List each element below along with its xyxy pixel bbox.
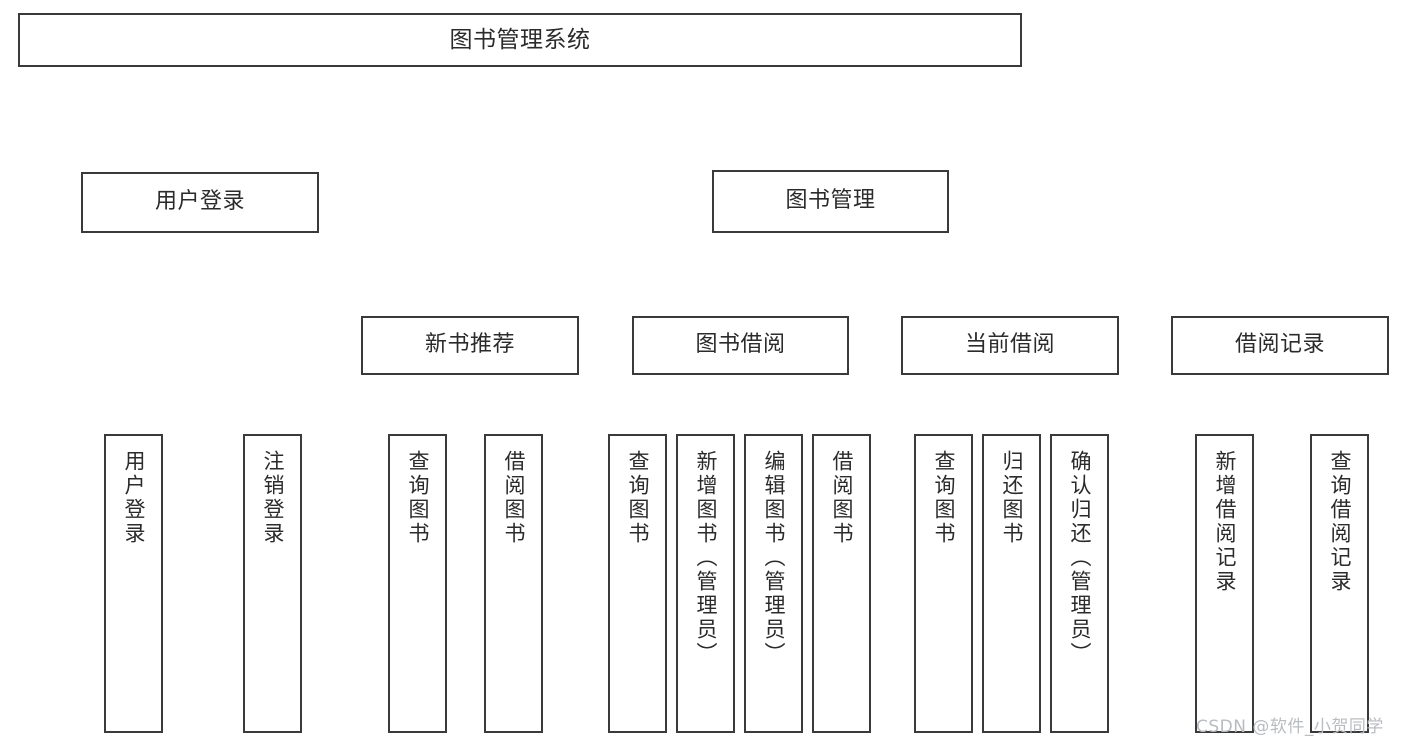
node-label: 查询图书: [406, 450, 430, 546]
node-label: 用户登录: [122, 450, 146, 546]
node-borrow-record[interactable]: 借阅记录: [1171, 316, 1389, 375]
node-leaf-add-book[interactable]: 新增图书（管理员）: [676, 434, 735, 733]
node-leaf-user-login[interactable]: 用户登录: [104, 434, 163, 733]
node-root[interactable]: 图书管理系统: [18, 13, 1022, 67]
node-label: 注销登录: [261, 450, 285, 546]
node-label: 图书管理系统: [449, 26, 591, 53]
node-leaf-borrow-book-2[interactable]: 借阅图书: [812, 434, 871, 733]
node-leaf-confirm-return[interactable]: 确认归还（管理员）: [1050, 434, 1109, 733]
node-book-borrow[interactable]: 图书借阅: [632, 316, 849, 375]
node-label: 归还图书: [1000, 450, 1024, 546]
node-user-login[interactable]: 用户登录: [81, 172, 319, 233]
node-label: 当前借阅: [964, 332, 1055, 358]
node-leaf-query-book-3[interactable]: 查询图书: [914, 434, 973, 733]
node-label: 确认归还（管理员）: [1068, 450, 1092, 666]
node-label: 新增借阅记录: [1213, 450, 1237, 594]
node-label: 用户登录: [154, 189, 245, 215]
node-label: 新增图书（管理员）: [694, 450, 718, 666]
node-leaf-borrow-book-1[interactable]: 借阅图书: [484, 434, 543, 733]
node-leaf-add-record[interactable]: 新增借阅记录: [1195, 434, 1254, 733]
node-leaf-user-logout[interactable]: 注销登录: [243, 434, 302, 733]
node-leaf-query-book-2[interactable]: 查询图书: [608, 434, 667, 733]
node-leaf-query-book-1[interactable]: 查询图书: [388, 434, 447, 733]
node-leaf-edit-book[interactable]: 编辑图书（管理员）: [744, 434, 803, 733]
node-label: 编辑图书（管理员）: [762, 450, 786, 666]
watermark-text: CSDN @软件_小贺同学: [1196, 717, 1384, 737]
node-label: 借阅图书: [830, 450, 854, 546]
node-leaf-query-record[interactable]: 查询借阅记录: [1310, 434, 1369, 733]
node-current-borrow[interactable]: 当前借阅: [901, 316, 1119, 375]
node-label: 新书推荐: [424, 332, 515, 358]
node-leaf-return-book[interactable]: 归还图书: [982, 434, 1041, 733]
node-label: 借阅图书: [502, 450, 526, 546]
node-label: 图书借阅: [695, 332, 786, 358]
node-label: 借阅记录: [1234, 332, 1325, 358]
node-label: 图书管理: [785, 188, 876, 214]
node-label: 查询借阅记录: [1328, 450, 1352, 594]
node-new-book-rec[interactable]: 新书推荐: [361, 316, 579, 375]
node-label: 查询图书: [626, 450, 650, 546]
node-book-manage[interactable]: 图书管理: [712, 170, 949, 233]
node-label: 查询图书: [932, 450, 956, 546]
